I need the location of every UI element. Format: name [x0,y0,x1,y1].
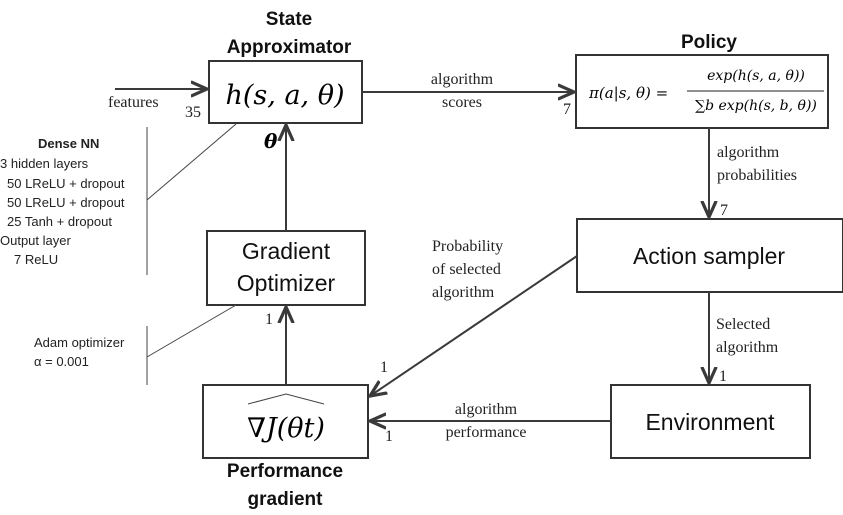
prob-selected-label-line2: of selected [432,261,501,278]
selected-algorithm-label-line1: Selected [716,316,770,333]
adam-line-1: Adam optimizer [34,335,125,350]
policy-formula-denominator: ∑b exp(h(s, b, θ)) [695,98,817,114]
performance-gradient-heading-line2: gradient [248,489,324,510]
policy-formula-numerator: exp(h(s, a, θ)) [707,68,805,84]
selected-algorithm-label-line2: algorithm [716,339,779,356]
adam-leader [146,304,237,358]
performance-gradient-formula: ∇J(θt) [247,413,325,444]
algorithm-probabilities-label-line2: probabilities [717,167,797,184]
dense-nn-line-6: 7 ReLU [14,252,58,267]
algorithm-performance-label-line2: performance [446,424,527,441]
algorithm-performance-label-line1: algorithm [455,401,518,418]
probability-selected-arrow [370,255,578,396]
action-sampler-label: Action sampler [633,243,785,269]
dense-nn-line-2: 50 LReLU + dropout [7,176,125,191]
prob-selected-label-line1: Probability [432,238,503,255]
probabilities-count: 7 [720,202,728,219]
features-count: 35 [185,104,201,121]
theta-label: θ [264,129,278,153]
state-approximator-formula: h(s, a, θ) [226,80,345,111]
performance-gradient-hat [247,393,325,405]
dense-nn-line-1: 3 hidden layers [0,156,89,171]
scores-count: 7 [563,101,571,118]
policy-formula-lhs: π(a|s, θ) = [588,84,668,102]
performance-count: 1 [385,428,393,445]
environment-box [610,384,811,459]
state-approximator-heading-line1: State [266,9,312,30]
action-sampler-box [576,218,843,293]
gradient-optimizer-label-line1: Gradient [242,238,331,264]
policy-heading: Policy [681,32,737,53]
dense-nn-line-3: 50 LReLU + dropout [7,195,125,210]
environment-label: Environment [645,409,775,435]
features-label: features [108,94,159,111]
algorithm-probabilities-label-line1: algorithm [717,144,780,161]
selected-count: 1 [719,368,727,385]
prob-selected-label-line3: algorithm [432,284,495,301]
algorithm-scores-label-line1: algorithm [431,71,494,88]
gradient-optimizer-label-line2: Optimizer [237,270,336,296]
state-approximator-heading-line2: Approximator [227,37,352,58]
gradient-to-optimizer-count: 1 [265,311,273,328]
algorithm-scores-label-line2: scores [442,94,482,111]
dense-nn-line-4: 25 Tanh + dropout [7,214,112,229]
dense-nn-leader [146,123,237,201]
adam-line-2: α = 0.001 [34,354,89,369]
state-approximator-box [208,60,363,124]
prob-selected-count: 1 [380,359,388,376]
performance-gradient-heading-line1: Performance [227,461,343,482]
dense-nn-title: Dense NN [38,136,99,151]
dense-nn-line-5: Output layer [0,233,71,248]
